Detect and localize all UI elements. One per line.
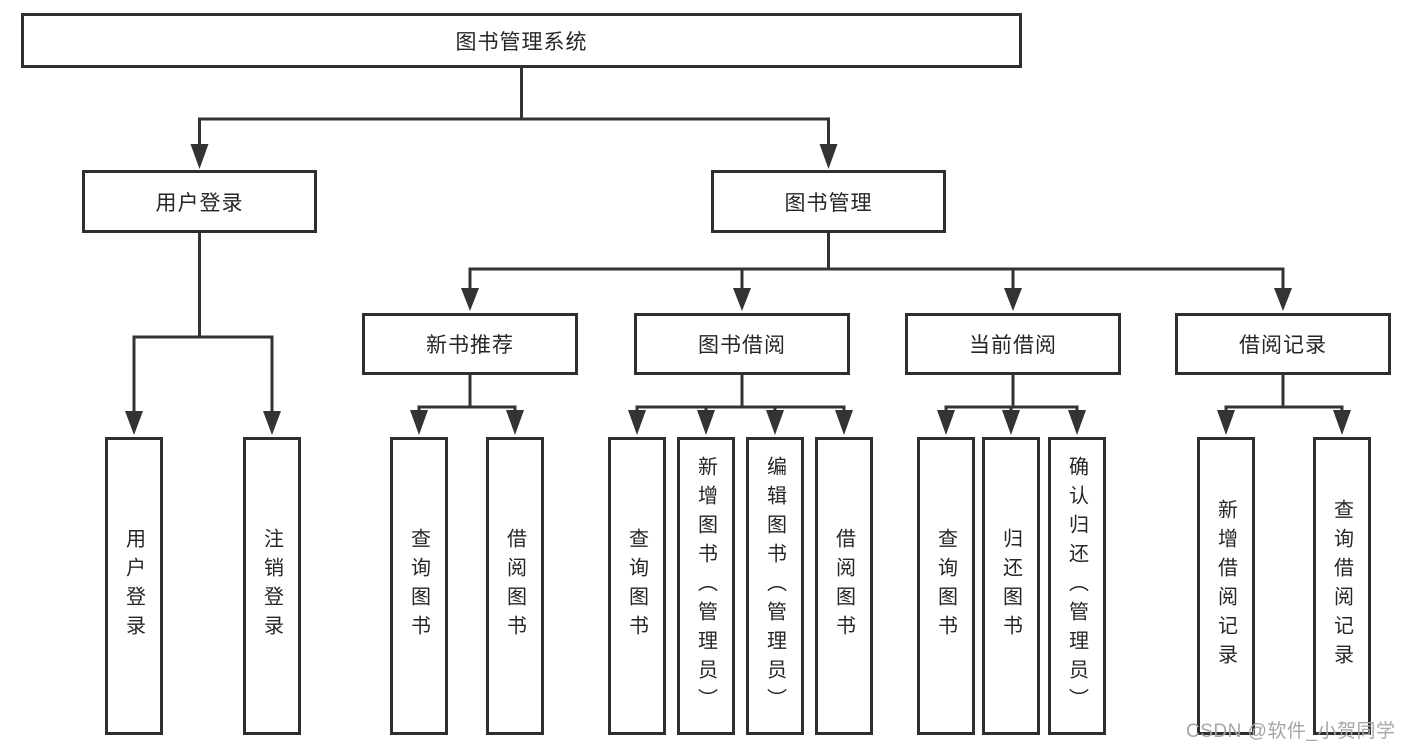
leaf-cb-query-book: 查询图书 [917, 437, 975, 735]
node-current-borrow: 当前借阅 [905, 313, 1121, 375]
leaf-bb-borrow-book-label: 借阅图书 [832, 528, 855, 644]
leaf-cb-confirm-return-admin: 确认归还（管理员） [1048, 437, 1106, 735]
leaf-bb-add-book-admin-label: 新增图书（管理员） [694, 455, 717, 717]
node-user-login: 用户登录 [82, 170, 317, 233]
node-user-login-label: 用户登录 [155, 191, 244, 215]
connector-current-borrow-to-children [937, 375, 1086, 435]
leaf-r-query-borrow-record-label: 查询借阅记录 [1330, 499, 1353, 673]
leaf-cb-return-book-label: 归还图书 [999, 528, 1022, 644]
leaf-logout: 注销登录 [243, 437, 301, 735]
node-book-management-label: 图书管理 [784, 191, 873, 215]
leaf-nb-borrow-book: 借阅图书 [486, 437, 544, 735]
node-root-system: 图书管理系统 [21, 13, 1022, 68]
leaf-user-login-label: 用户登录 [122, 528, 145, 644]
node-new-book-recommend: 新书推荐 [362, 313, 578, 375]
leaf-cb-return-book: 归还图书 [982, 437, 1040, 735]
leaf-nb-query-book-label: 查询图书 [407, 528, 430, 644]
leaf-nb-query-book: 查询图书 [390, 437, 448, 735]
leaf-r-query-borrow-record: 查询借阅记录 [1313, 437, 1371, 735]
node-root-system-label: 图书管理系统 [455, 30, 588, 54]
node-borrow-records: 借阅记录 [1175, 313, 1391, 375]
leaf-user-login: 用户登录 [105, 437, 163, 735]
node-book-borrow-label: 图书借阅 [698, 334, 786, 357]
leaf-logout-label: 注销登录 [260, 528, 283, 644]
connector-new-book-recommend-to-children [410, 375, 524, 435]
connector-user-login-to-children [125, 233, 281, 435]
node-borrow-records-label: 借阅记录 [1239, 334, 1327, 357]
leaf-bb-add-book-admin: 新增图书（管理员） [677, 437, 735, 735]
connector-borrow-records-to-children [1217, 375, 1351, 435]
leaf-cb-confirm-return-admin-label: 确认归还（管理员） [1065, 455, 1088, 717]
leaf-bb-edit-book-admin: 编辑图书（管理员） [746, 437, 804, 735]
csdn-watermark: CSDN @软件_小贺同学 [1186, 721, 1396, 742]
leaf-bb-query-book-label: 查询图书 [625, 528, 648, 644]
connector-book-borrow-to-children [628, 375, 853, 435]
node-book-management: 图书管理 [711, 170, 946, 233]
leaf-cb-query-book-label: 查询图书 [934, 528, 957, 644]
leaf-bb-edit-book-admin-label: 编辑图书（管理员） [763, 455, 786, 717]
node-current-borrow-label: 当前借阅 [969, 334, 1057, 357]
leaf-bb-query-book: 查询图书 [608, 437, 666, 735]
connector-root-to-level2 [190, 68, 838, 169]
leaf-bb-borrow-book: 借阅图书 [815, 437, 873, 735]
leaf-r-add-borrow-record-label: 新增借阅记录 [1214, 499, 1237, 673]
node-new-book-recommend-label: 新书推荐 [426, 334, 514, 357]
node-book-borrow: 图书借阅 [634, 313, 850, 375]
leaf-nb-borrow-book-label: 借阅图书 [503, 528, 526, 644]
leaf-r-add-borrow-record: 新增借阅记录 [1197, 437, 1255, 735]
connector-book-management-to-level3 [461, 233, 1292, 311]
